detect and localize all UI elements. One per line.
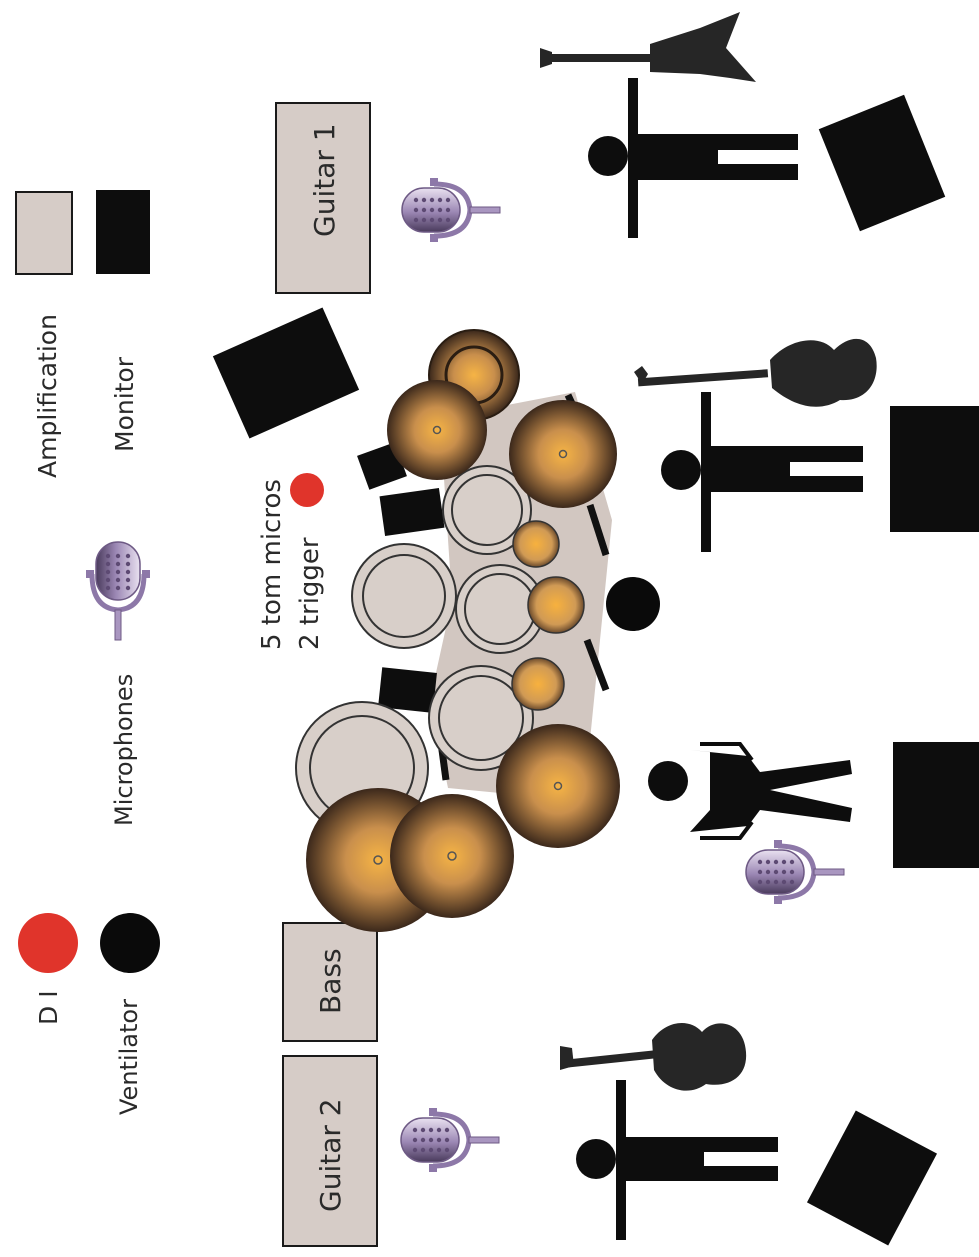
- legend-di-swatch: [18, 913, 78, 973]
- bass-guitar-icon: [634, 338, 877, 407]
- ventilator-icon: [606, 577, 660, 631]
- legend-amplification-label: Amplification: [33, 314, 62, 478]
- tom-icon: [527, 576, 585, 634]
- drum-note-line2: 2 trigger: [295, 537, 325, 650]
- amp-guitar1: Guitar 1: [275, 102, 371, 294]
- guitar-icon: [540, 12, 756, 82]
- monitor-drummer: [212, 307, 360, 439]
- legend-di-label: D I: [34, 990, 63, 1025]
- monitor-bass: [890, 406, 979, 532]
- cymbal-icon: [496, 724, 620, 848]
- legend-ventilator-label: Ventilator: [115, 999, 143, 1115]
- drum-stand: [379, 488, 445, 536]
- drum-stand: [378, 667, 437, 713]
- guitar-icon: [560, 1022, 747, 1091]
- person-icon-bass: [661, 392, 863, 552]
- cymbal-icon: [387, 380, 487, 480]
- person-icon-singer: [648, 742, 852, 840]
- monitor-guitar1: [818, 94, 946, 232]
- drum-kit: [295, 329, 660, 932]
- drum-note-line1: 5 tom micros: [257, 479, 287, 650]
- person-icon-guitar1: [588, 78, 798, 238]
- tom-icon: [512, 520, 560, 568]
- microphone-icon: [402, 178, 500, 242]
- legend: Amplification Monitor Microphones D I Ve…: [15, 190, 160, 1115]
- tom-icon: [511, 657, 565, 711]
- amp-guitar2: Guitar 2: [282, 1055, 378, 1247]
- legend-microphones-label: Microphones: [110, 674, 138, 826]
- amp-guitar2-label: Guitar 2: [314, 1098, 347, 1212]
- di-trigger-dot: [290, 473, 324, 507]
- legend-amplification-swatch: [15, 191, 73, 275]
- cymbal-icon: [509, 400, 617, 508]
- person-icon-guitar2: [576, 1080, 778, 1240]
- drum-icon: [442, 465, 532, 555]
- monitor-guitar2: [806, 1110, 938, 1246]
- cymbal-icon: [390, 794, 514, 918]
- legend-ventilator-swatch: [100, 913, 160, 973]
- drum-icon: [428, 665, 534, 771]
- legend-monitor-label: Monitor: [110, 356, 139, 452]
- amp-bass: Bass: [282, 922, 378, 1042]
- amp-guitar1-label: Guitar 1: [308, 123, 341, 237]
- microphone-icon: [401, 1108, 499, 1172]
- legend-monitor-swatch: [96, 190, 150, 274]
- legend-microphone-icon: [86, 542, 150, 640]
- microphone-icon: [746, 840, 844, 904]
- amp-bass-label: Bass: [314, 948, 347, 1014]
- drum-icon: [351, 543, 457, 649]
- monitor-singer: [893, 742, 979, 868]
